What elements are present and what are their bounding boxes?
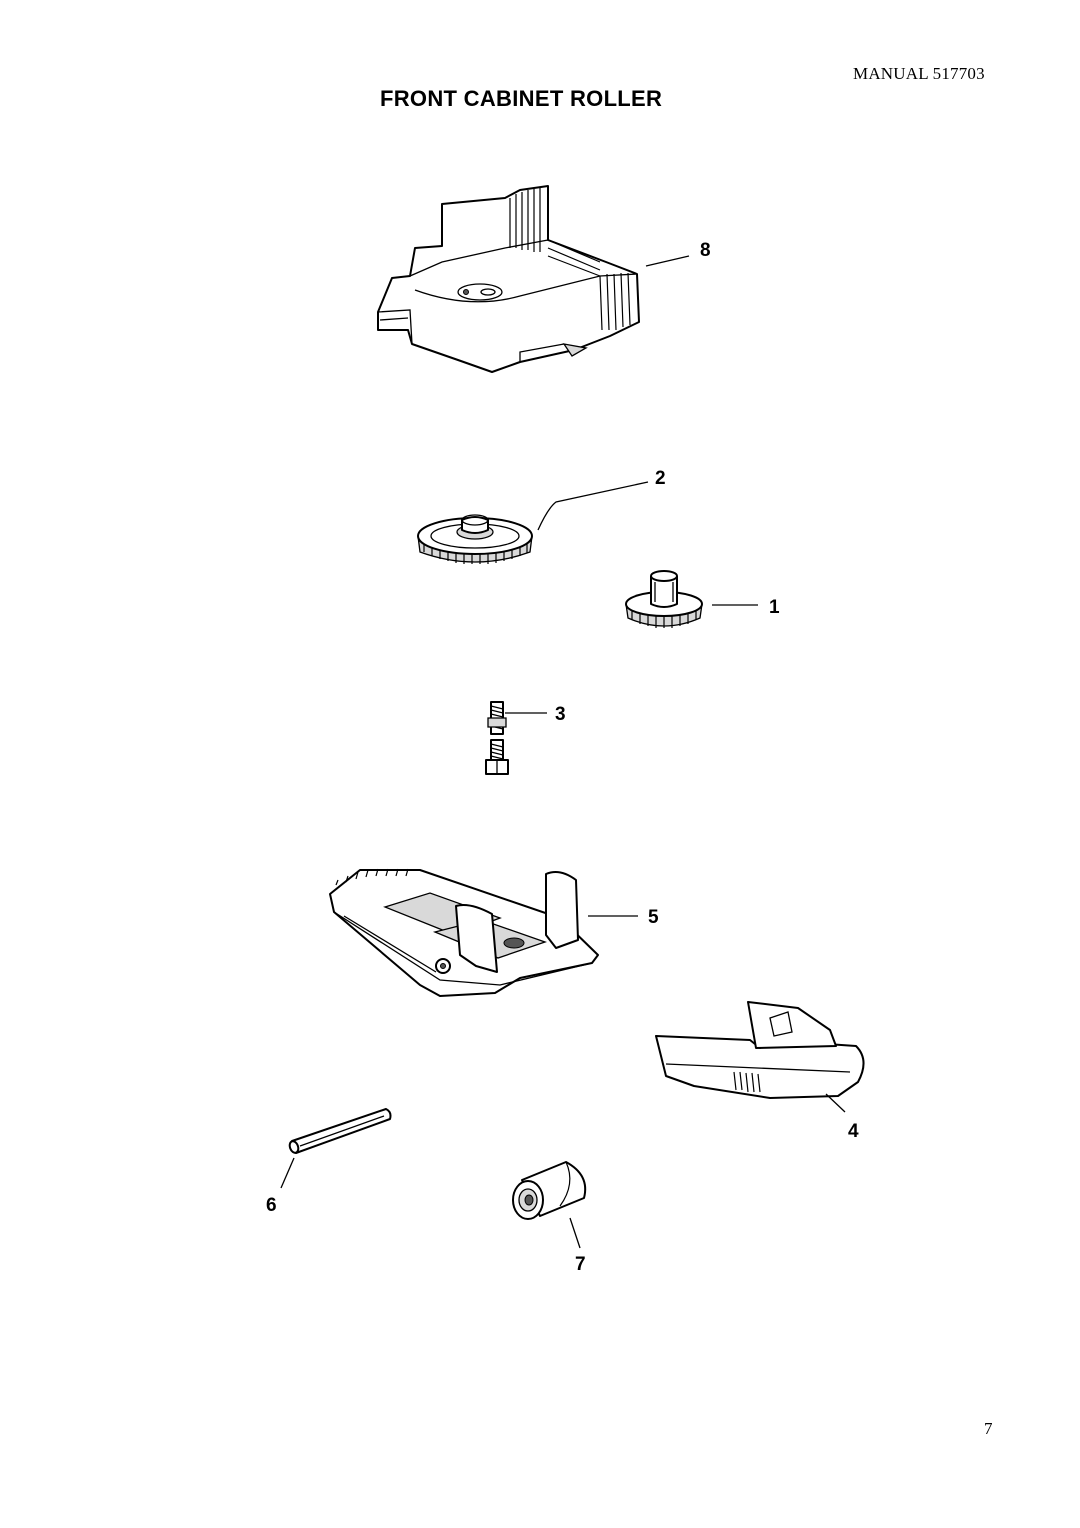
callout-3: 3 bbox=[555, 704, 566, 725]
part-3-bolts bbox=[485, 701, 509, 775]
leader-lines bbox=[280, 255, 846, 1249]
part-6-pin bbox=[288, 1108, 392, 1154]
manual-reference: MANUAL 517703 bbox=[853, 64, 985, 83]
callout-1: 1 bbox=[769, 597, 780, 618]
callout-4: 4 bbox=[848, 1121, 859, 1142]
callout-5: 5 bbox=[648, 907, 659, 928]
leader-line-7 bbox=[569, 1217, 581, 1249]
callout-7: 7 bbox=[575, 1254, 586, 1275]
part-2-large-gear bbox=[417, 514, 533, 564]
page-number: 7 bbox=[984, 1419, 993, 1438]
part-8-cover-housing bbox=[377, 185, 640, 373]
callout-2: 2 bbox=[655, 468, 666, 489]
leader-line-6 bbox=[280, 1157, 295, 1189]
leader-line-8 bbox=[645, 255, 690, 267]
callout-6: 6 bbox=[266, 1195, 277, 1216]
page-title: FRONT CABINET ROLLER bbox=[380, 86, 663, 111]
part-4-u-holder bbox=[655, 1001, 865, 1099]
part-1-small-gear bbox=[625, 570, 703, 628]
part-5-roller-bracket bbox=[329, 868, 599, 997]
part-7-roller bbox=[512, 1161, 587, 1220]
callout-8: 8 bbox=[700, 240, 711, 261]
leader-line-4 bbox=[825, 1093, 846, 1113]
leader-line-2 bbox=[537, 481, 649, 531]
